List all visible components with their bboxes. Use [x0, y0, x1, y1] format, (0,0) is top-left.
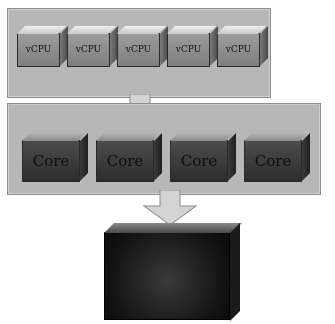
- core-label-1: Core: [32, 152, 70, 170]
- vcpu-label-3: vCPU: [125, 45, 152, 55]
- core-label-4: Core: [254, 152, 292, 170]
- vcpu-label-1: vCPU: [25, 45, 52, 55]
- vcpu-label-5: vCPU: [225, 45, 252, 55]
- core-label-2: Core: [106, 152, 144, 170]
- vcpu-block-5: vCPU: [217, 33, 260, 67]
- vcpu-label-2: vCPU: [75, 45, 102, 55]
- physical-chip-block: [104, 232, 230, 320]
- core-block-1: Core: [22, 140, 80, 182]
- vcpu-label-4: vCPU: [175, 45, 202, 55]
- core-block-3: Core: [170, 140, 228, 182]
- vcpu-block-1: vCPU: [17, 33, 60, 67]
- core-label-3: Core: [180, 152, 218, 170]
- vcpu-block-4: vCPU: [167, 33, 210, 67]
- vcpu-block-3: vCPU: [117, 33, 160, 67]
- down-arrow-icon: [142, 190, 198, 226]
- core-block-4: Core: [244, 140, 302, 182]
- vcpu-block-2: vCPU: [67, 33, 110, 67]
- core-block-2: Core: [96, 140, 154, 182]
